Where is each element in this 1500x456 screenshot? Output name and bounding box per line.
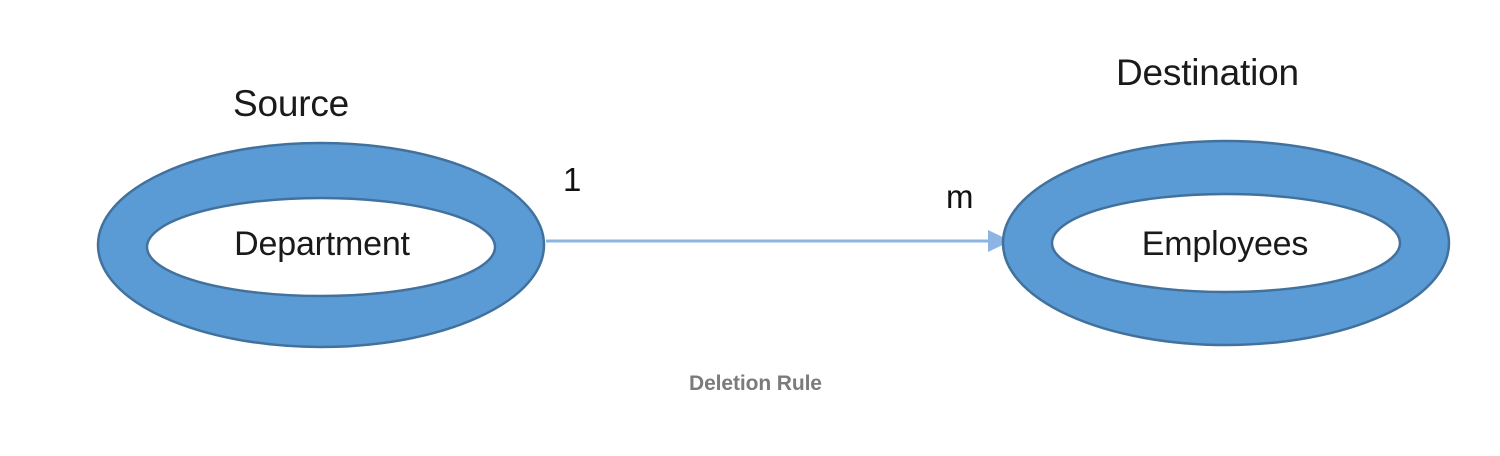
entity-label-employees: Employees [1141, 225, 1309, 263]
destination-role-label: Destination [1116, 52, 1299, 93]
cardinality-label-source: 1 [563, 161, 582, 198]
deletion-rule-caption: Deletion Rule [689, 372, 822, 395]
destination-outer-ellipse [1001, 139, 1451, 347]
entity-label-department: Department [234, 225, 410, 263]
destination-inner-ellipse [1050, 192, 1402, 294]
entity-shape-source[interactable] [96, 141, 546, 349]
source-inner-ellipse [145, 196, 497, 298]
arrowhead-icon [988, 230, 1011, 252]
source-role-label: Source [233, 83, 350, 124]
source-outer-ellipse [96, 141, 546, 349]
relationship-connector [546, 230, 1011, 252]
cardinality-label-destination: m [946, 178, 974, 215]
entity-shape-destination[interactable] [1001, 139, 1451, 347]
